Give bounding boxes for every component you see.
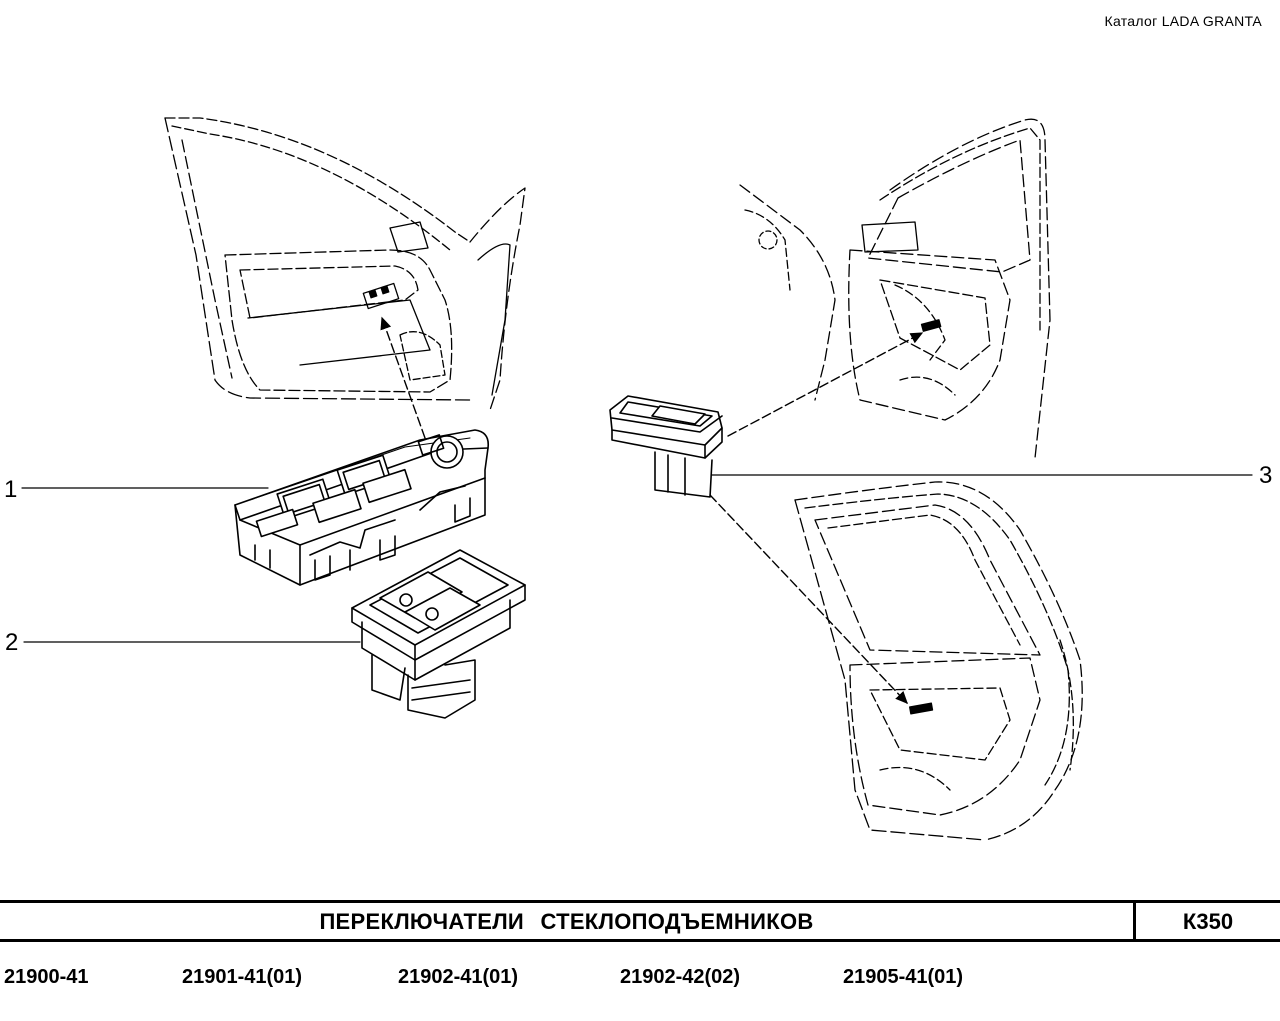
exploded-view-drawing — [21, 117, 1253, 841]
page-title: ПЕРЕКЛЮЧАТЕЛИ СТЕКЛОПОДЪЕМНИКОВ — [319, 909, 814, 934]
model-code: 21901-41(01) — [182, 966, 303, 988]
front-door-outline — [164, 117, 526, 411]
model-code: 21902-41(01) — [398, 966, 519, 988]
callout-1: 1 — [4, 476, 18, 503]
part-3-single-switch — [609, 395, 723, 498]
leader-lines — [21, 474, 1253, 643]
model-code: 21902-42(02) — [620, 966, 741, 988]
callout-3: 3 — [1259, 462, 1273, 489]
model-list: 21900-41 21901-41(01) 21902-41(01) 21902… — [0, 966, 1280, 996]
installation-arrows — [380, 316, 924, 705]
catalog-label: Каталог LADA GRANTA — [1104, 13, 1262, 29]
title-block: ПЕРЕКЛЮЧАТЕЛИ СТЕКЛОПОДЪЕМНИКОВ К350 — [0, 900, 1280, 942]
part-1-driver-switch-block — [234, 429, 490, 586]
model-code: 21900-41 — [4, 966, 89, 988]
front-right-door-outline — [739, 118, 1051, 459]
model-code: 21905-41(01) — [843, 966, 964, 988]
part-2-double-switch-block — [351, 549, 526, 719]
title-divider — [1133, 903, 1136, 939]
callout-2: 2 — [5, 629, 19, 656]
rear-door-outline — [794, 481, 1083, 841]
section-code: К350 — [1182, 909, 1234, 934]
